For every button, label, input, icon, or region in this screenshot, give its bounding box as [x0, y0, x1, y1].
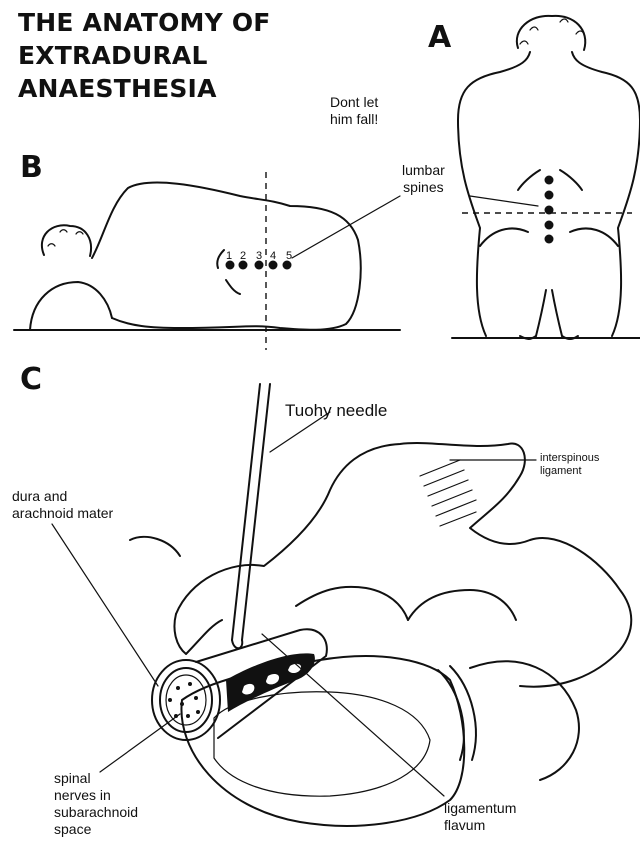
spine-number-2: 2 [240, 250, 246, 262]
lumbar-spines-leaders [292, 196, 538, 258]
panel-a-back-figure [452, 16, 640, 339]
panel-c-vertebra [130, 443, 631, 826]
spine-number-5: 5 [286, 250, 292, 262]
panel-b-spine-numbers: 1 2 3 4 5 [226, 250, 292, 262]
panel-b-lateral-figure [14, 172, 400, 350]
tuohy-needle [232, 384, 270, 648]
spine-number-1: 1 [226, 250, 232, 262]
spine-number-4: 4 [270, 250, 276, 262]
spine-number-3: 3 [256, 250, 262, 262]
